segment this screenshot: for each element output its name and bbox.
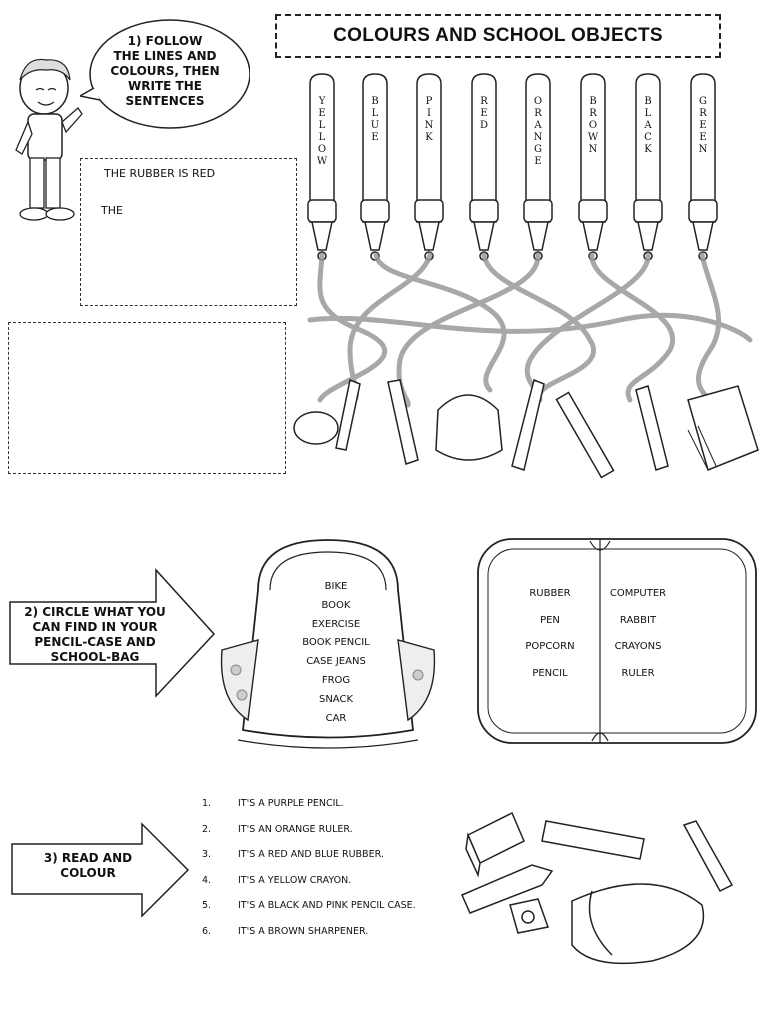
case-word[interactable]: PEN [540, 614, 560, 626]
bag-word[interactable]: BIKE [324, 581, 348, 592]
bubble-line: WRITE THE [128, 79, 202, 93]
crayon-brown [578, 73, 608, 261]
example-sentence: THE RUBBER IS RED [104, 167, 216, 180]
list-item-text: IT'S AN ORANGE RULER. [238, 823, 353, 835]
instruction-line: COLOUR [60, 866, 116, 880]
sentence-start: THE [101, 204, 123, 217]
case-word[interactable]: RABBIT [619, 614, 657, 626]
list-item-text: IT'S A YELLOW CRAYON. [238, 874, 352, 886]
list-item-text: IT'S A RED AND BLUE RUBBER. [238, 849, 384, 860]
case-word[interactable]: PENCIL [532, 667, 568, 679]
case-word[interactable]: RUBBER [529, 588, 571, 599]
case-word[interactable]: POPCORN [525, 641, 575, 652]
sentences-answer-box[interactable] [80, 158, 297, 306]
bubble-line: SENTENCES [125, 94, 205, 108]
crayon-blue [360, 73, 390, 261]
school-objects-row [293, 378, 759, 479]
bag-word[interactable]: BOOK [321, 599, 351, 611]
instruction-line: CAN FIND IN YOUR [32, 620, 158, 634]
bag-word[interactable]: CASE JEANS [306, 656, 366, 668]
bag-word[interactable]: EXERCISE [311, 618, 361, 630]
crayon-red [469, 73, 499, 261]
crayon-pink [414, 73, 444, 261]
instruction-line: SCHOOL-BAG [50, 650, 140, 664]
case-word[interactable]: CRAYONS [614, 641, 662, 652]
exercise2-arrow [9, 568, 216, 698]
list-item-text: IT'S A BLACK AND PINK PENCIL CASE. [238, 900, 416, 911]
instruction-line: 3) READ AND [43, 851, 133, 865]
bag-word[interactable]: FROG [321, 675, 351, 686]
exercise3-instructions: 3) READ AND COLOUR [28, 851, 148, 881]
instruction-line: 2) CIRCLE WHAT YOU [24, 605, 166, 619]
crayon-orange [523, 73, 553, 261]
bubble-instructions: 1) FOLLOW THE LINES AND COLOURS, THEN WR… [100, 34, 230, 109]
list-item-number: 5. [202, 900, 212, 911]
worksheet-title: COLOURS AND SCHOOL OBJECTS [275, 14, 721, 58]
case-word[interactable]: RULER [621, 667, 655, 679]
crayon-green [688, 73, 718, 261]
bubble-line: THE LINES AND [113, 49, 217, 63]
pencil-case-illustration [477, 538, 757, 744]
colouring-objects [461, 811, 734, 965]
boy-illustration [15, 58, 83, 221]
list-item-number: 3. [202, 849, 212, 860]
list-item-text: IT'S A PURPLE PENCIL. [238, 798, 344, 809]
list-item-number: 1. [202, 798, 212, 809]
instruction-line: PENCIL-CASE AND [34, 635, 156, 649]
bubble-line: COLOURS, THEN [110, 64, 220, 78]
exercise3-arrow [11, 822, 190, 918]
drawing-answer-box[interactable] [8, 322, 286, 474]
list-item-text: IT'S A BROWN SHARPENER. [238, 925, 369, 937]
backpack-illustration [220, 539, 436, 749]
bubble-line: 1) FOLLOW [127, 34, 203, 48]
speech-bubble [80, 19, 250, 129]
bag-word[interactable]: BOOK PENCIL [302, 637, 370, 649]
list-item-number: 2. [202, 823, 212, 835]
crayon-yellow [307, 73, 337, 261]
bag-word[interactable]: CAR [325, 712, 347, 724]
list-item-number: 6. [202, 925, 212, 937]
bag-word[interactable]: SNACK [318, 693, 354, 705]
list-item-number: 4. [202, 874, 212, 886]
case-word[interactable]: COMPUTER [609, 588, 667, 599]
exercise2-instructions: 2) CIRCLE WHAT YOU CAN FIND IN YOUR PENC… [20, 605, 170, 665]
